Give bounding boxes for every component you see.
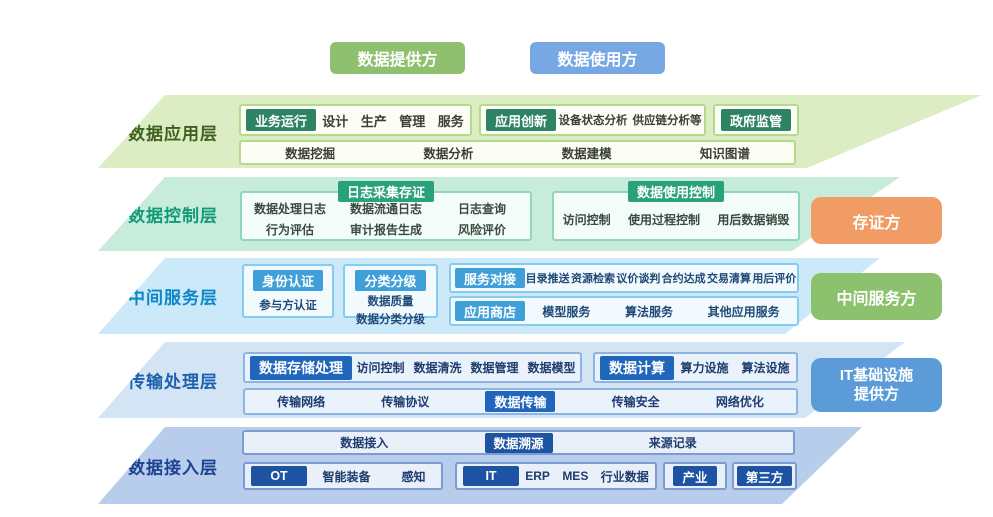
item-label: 智能装备: [322, 469, 371, 484]
ot-source-box: OT 智能装备 感知: [243, 462, 443, 490]
item-label: 算力设施: [680, 361, 729, 375]
layer-title-data-application: 数据应用层: [128, 124, 218, 143]
it-source-box: IT ERP MES 行业数据: [455, 462, 657, 490]
item-label: 数据分析: [423, 147, 474, 161]
industry-tab: 产业: [673, 466, 717, 486]
item-label: 访问控制: [562, 212, 611, 227]
item-label: 用后评价: [752, 273, 797, 285]
item-label: 其他应用服务: [707, 304, 780, 319]
log-collection-box: 日志采集存证 数据处理日志 行为评估 数据流通日志 审计报告生成 日志查询 风险…: [240, 181, 532, 241]
it-tab: IT: [463, 466, 519, 486]
item-label: 知识图谱: [699, 147, 750, 161]
item-label: 议价谈判: [616, 273, 661, 285]
industry-source-box: 产业: [663, 462, 727, 490]
item-label: 数据接入: [340, 436, 389, 450]
legend-data-consumer: 数据使用方: [530, 42, 665, 74]
item-label: 网络优化: [715, 395, 764, 409]
role-pill-middle-service-party: 中间服务方: [811, 273, 942, 320]
third-party-tab: 第三方: [736, 466, 793, 486]
item-label: 设备状态分析: [558, 115, 628, 127]
item-label: 风险评价: [457, 223, 506, 237]
item-label: 服务: [437, 113, 464, 129]
item-label: MES: [562, 469, 589, 483]
classification-grading-box: 分类分级 数据质量 数据分类分级: [343, 264, 438, 326]
item-label: 审计报告生成: [349, 223, 422, 237]
government-regulation-tab: 政府监管: [720, 109, 791, 131]
data-transmission-box: 传输网络 传输协议 数据传输 传输安全 网络优化: [243, 388, 798, 415]
business-operation-box: 业务运行 设计 生产 管理 服务: [239, 104, 472, 136]
business-operation-tab: 业务运行: [246, 109, 317, 131]
data-computing-box: 数据计算 算力设施 算法设施: [593, 352, 798, 383]
item-label: 合约达成: [661, 273, 706, 285]
item-label: 参与方认证: [259, 300, 317, 312]
item-label: 模型服务: [542, 304, 591, 319]
classification-grading-tab: 分类分级: [355, 270, 426, 291]
data-traceability-tab: 数据溯源: [484, 432, 553, 453]
layer-title-middle-service: 中间服务层: [128, 288, 218, 308]
data-computing-tab: 数据计算: [600, 355, 674, 380]
item-label: 日志查询: [457, 202, 506, 216]
item-label: 用后数据销毁: [717, 212, 790, 227]
item-label: 算法服务: [624, 304, 673, 319]
item-label: 数据建模: [561, 147, 612, 161]
item-label: ERP: [525, 469, 550, 483]
item-label: 交易清算: [706, 273, 751, 285]
legend-data-provider: 数据提供方: [330, 42, 465, 74]
item-label: 行业数据: [600, 469, 649, 484]
identity-authentication-tab: 身份认证: [252, 270, 323, 291]
government-regulation-box: 政府监管: [713, 104, 799, 136]
item-label: 数据管理: [470, 361, 519, 375]
item-label: 设计: [322, 113, 349, 129]
data-storage-processing-box: 数据存储处理 访问控制 数据清洗 数据管理 数据模型: [243, 352, 582, 383]
role-pill-it-infrastructure-provider: IT基础设施 提供方: [811, 358, 942, 412]
data-usage-control-box: 数据使用控制 访问控制 使用过程控制 用后数据销毁: [552, 181, 800, 241]
item-label: 传输网络: [277, 395, 326, 409]
item-label: 数据流通日志: [349, 202, 422, 216]
log-collection-tab: 日志采集存证: [337, 181, 435, 202]
service-docking-box: 服务对接 目录推送 资源检索 议价谈判 合约达成 交易清算 用后评价: [449, 263, 799, 293]
application-innovation-tab: 应用创新: [486, 109, 557, 131]
item-label: 数据分类分级: [356, 314, 425, 326]
role-pill-evidence-party: 存证方: [811, 197, 942, 244]
item-label: 目录推送: [525, 273, 570, 285]
item-label: 数据清洗: [413, 361, 462, 375]
item-label: 数据模型: [527, 361, 576, 375]
item-label: 传输协议: [381, 395, 430, 409]
application-innovation-box: 应用创新 设备状态分析 供应链分析等: [479, 104, 706, 136]
layer-title-data-control: 数据控制层: [128, 206, 218, 226]
item-label: 使用过程控制: [627, 212, 700, 227]
item-label: 供应链分析等: [632, 115, 702, 127]
item-label: 传输安全: [611, 395, 660, 409]
item-label: 感知: [401, 469, 426, 484]
identity-authentication-box: 身份认证 参与方认证: [242, 264, 334, 318]
item-label: 数据质量: [367, 296, 414, 308]
data-storage-processing-tab: 数据存储处理: [250, 355, 352, 380]
item-label: 数据挖掘: [285, 147, 336, 161]
item-label: 管理: [399, 113, 426, 129]
item-label: 生产: [360, 113, 387, 129]
item-label: 来源记录: [648, 436, 697, 450]
layer-title-data-access: 数据接入层: [128, 458, 218, 477]
ot-tab: OT: [251, 466, 307, 486]
third-party-source-box: 第三方: [732, 462, 797, 490]
app-store-box: 应用商店 模型服务 算法服务 其他应用服务: [449, 296, 799, 326]
service-docking-tab: 服务对接: [455, 268, 526, 288]
item-label: 行为评估: [265, 223, 314, 237]
item-label: 访问控制: [356, 361, 405, 375]
item-label: 数据处理日志: [253, 202, 326, 216]
item-label: 算法设施: [741, 361, 790, 375]
layer-title-transport-processing: 传输处理层: [128, 372, 218, 392]
item-label: 资源检索: [571, 273, 615, 285]
app-store-tab: 应用商店: [455, 301, 526, 321]
data-analytics-box: 数据挖掘 数据分析 数据建模 知识图谱: [239, 140, 796, 165]
data-usage-control-tab: 数据使用控制: [627, 181, 725, 202]
data-access-traceability-box: 数据接入 数据溯源 来源记录: [242, 430, 795, 455]
data-transmission-tab: 数据传输: [485, 391, 556, 412]
